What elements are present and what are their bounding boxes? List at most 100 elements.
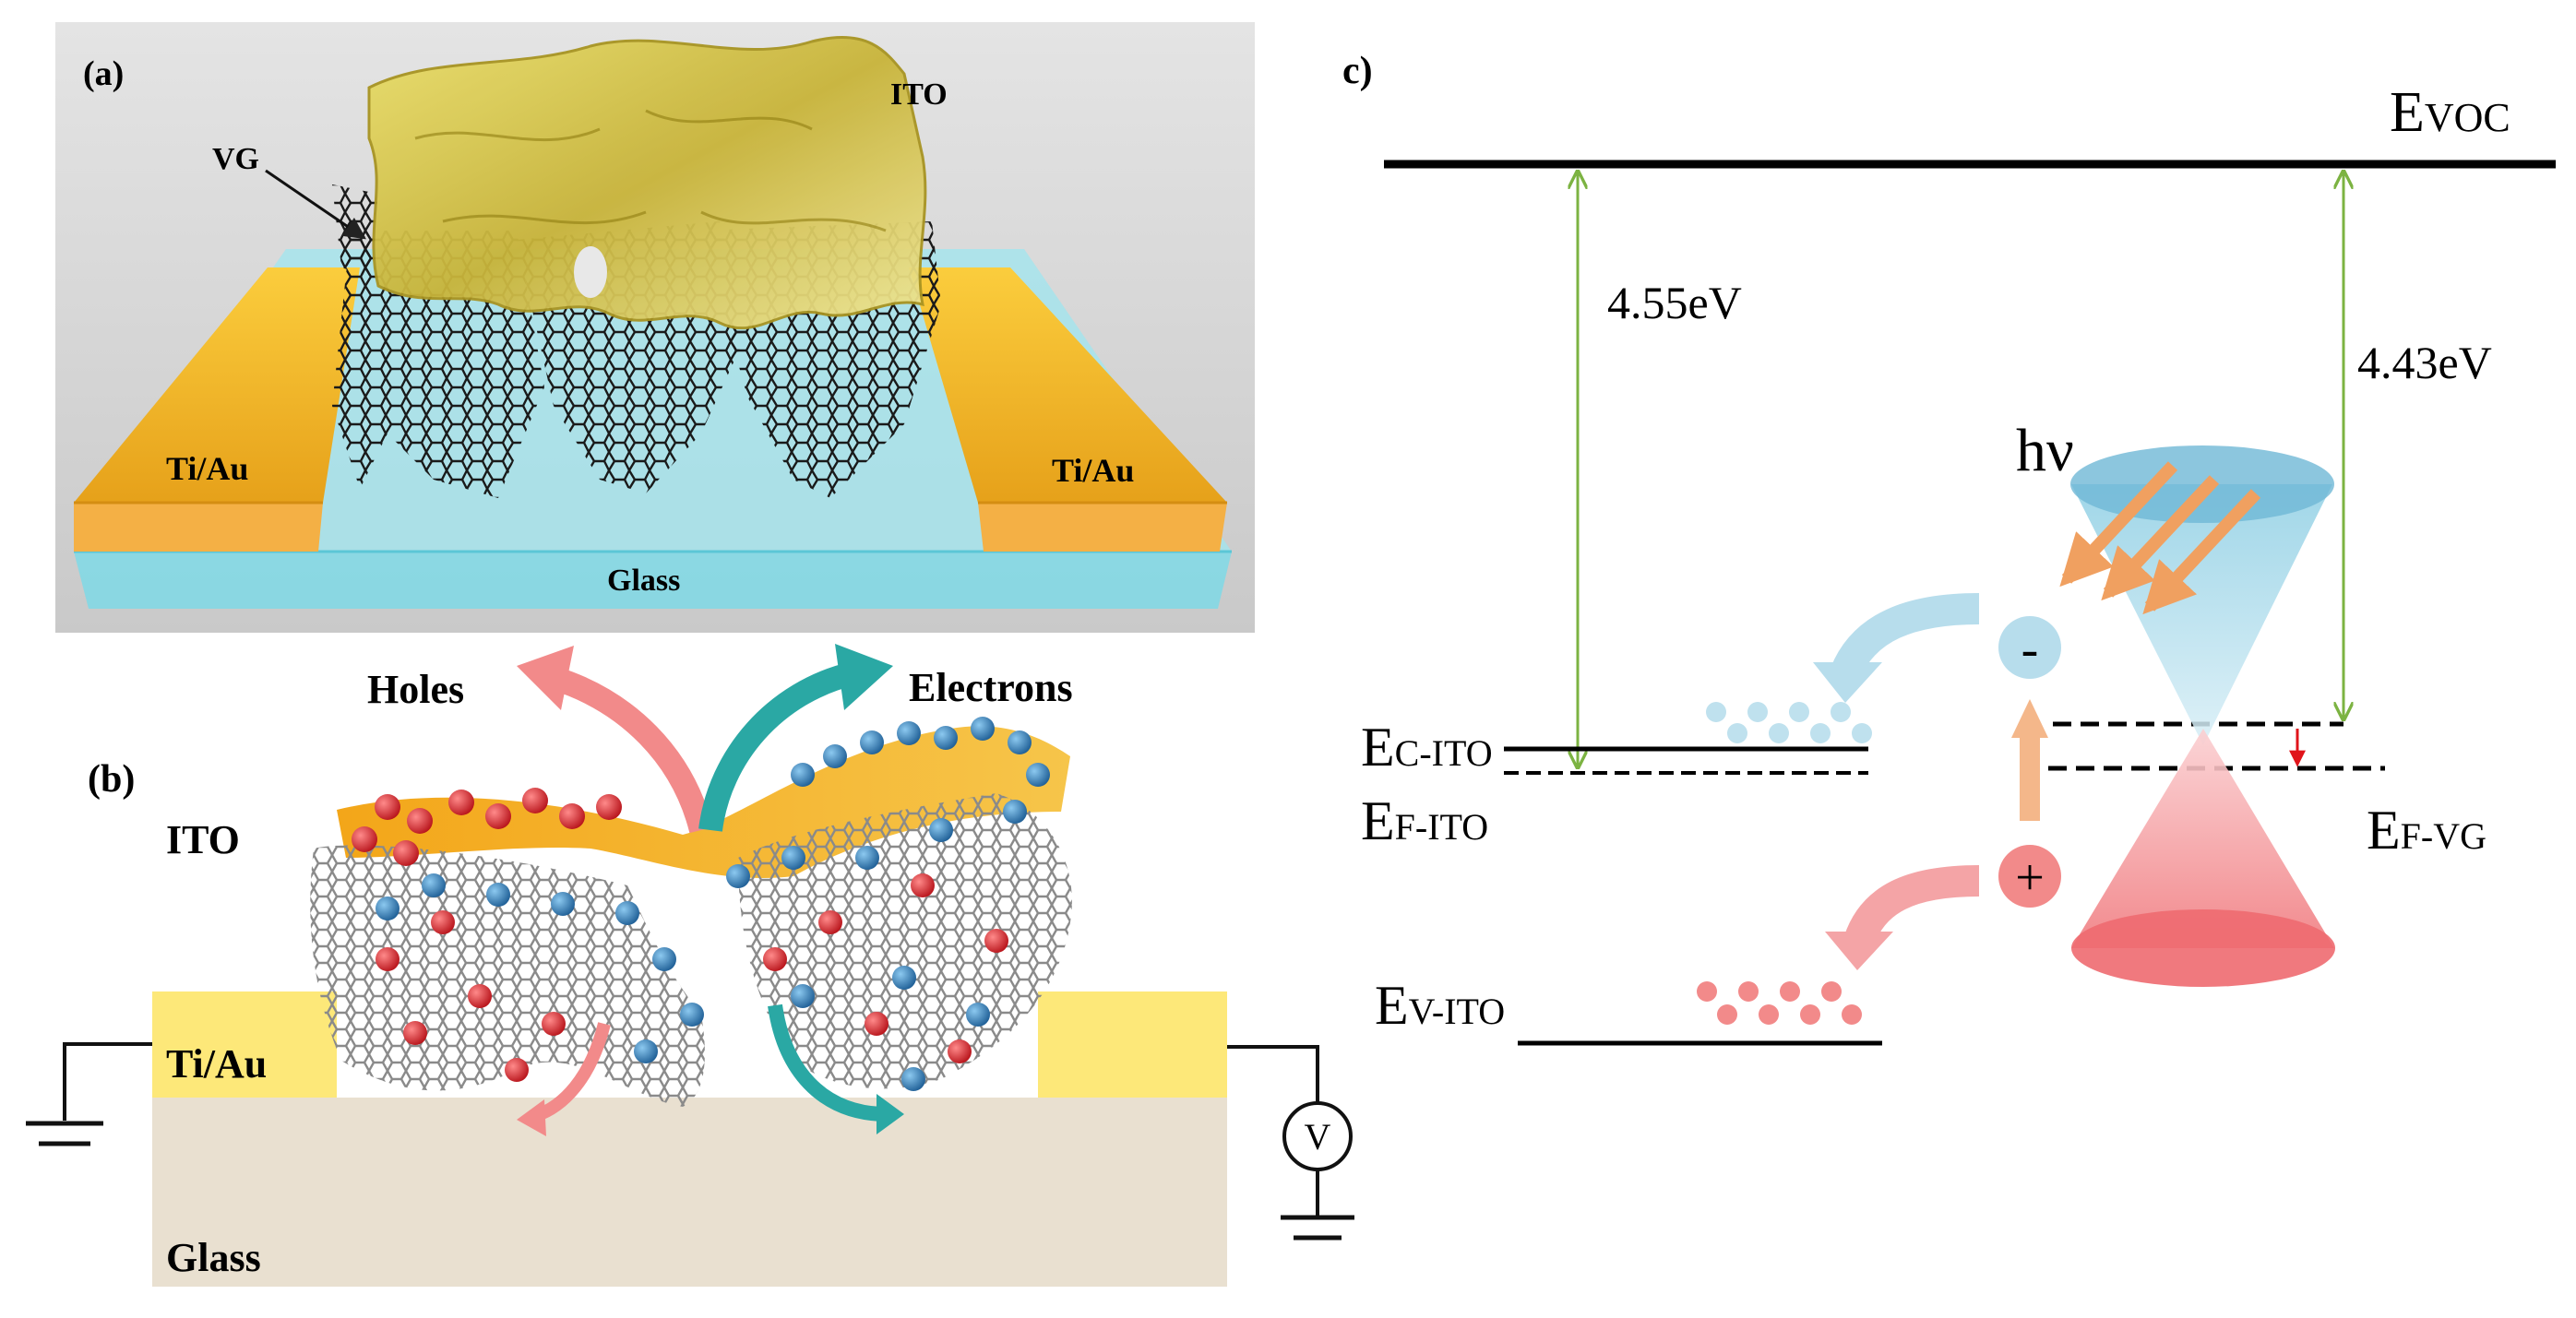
electron <box>791 984 815 1008</box>
vg-label: VG <box>212 142 259 176</box>
electron-dot <box>1706 702 1726 722</box>
electron <box>376 896 400 920</box>
hole-dot <box>1759 1004 1779 1025</box>
electron <box>1008 730 1032 754</box>
ground-left <box>26 1042 152 1146</box>
electron <box>422 873 446 897</box>
hole <box>431 910 455 934</box>
hole <box>984 929 1008 953</box>
ef-ito-label: EF-ITO <box>1361 790 1488 851</box>
electron <box>897 721 921 745</box>
vg-pointer-arrow <box>265 169 366 240</box>
hole <box>522 788 548 813</box>
panel-c-label: c) <box>1342 50 1373 92</box>
hole <box>393 840 419 866</box>
electron <box>634 1039 658 1063</box>
hole <box>376 947 400 971</box>
hole <box>407 808 433 834</box>
hole <box>559 803 585 829</box>
holes-arrow <box>517 646 713 834</box>
electron <box>726 864 750 888</box>
ito-label-a: ITO <box>890 77 948 112</box>
hole <box>468 984 492 1008</box>
photon-arrow <box>2142 489 2261 615</box>
hole <box>448 790 474 815</box>
electron <box>652 947 676 971</box>
evoc-label: EVOC <box>2390 81 2510 144</box>
ec-ito-label: EC-ITO <box>1361 717 1493 778</box>
electron-circle <box>1998 616 2061 679</box>
electrons-label: Electrons <box>909 665 1073 710</box>
electron <box>966 1003 990 1027</box>
electrons-group <box>376 717 1050 1091</box>
electron <box>971 717 995 741</box>
tiau-label-a-left: Ti/Au <box>166 450 248 487</box>
electron <box>791 763 815 787</box>
tiau-pad-left <box>74 267 360 552</box>
electron <box>892 966 916 990</box>
hole <box>542 1012 566 1036</box>
panel-a-label: (a) <box>83 54 124 93</box>
hole <box>911 873 935 897</box>
hole <box>352 826 377 852</box>
panel-a: (a) ITO VG Ti/Au Ti/Au Glass <box>55 22 1255 633</box>
hole <box>485 803 511 829</box>
hole <box>948 1039 972 1063</box>
hole <box>375 794 400 820</box>
ito-sheet-b <box>337 726 1070 879</box>
lower-electron-arrow <box>768 1003 904 1134</box>
hole-circle <box>1998 845 2061 908</box>
hole-dot <box>1800 1004 1820 1025</box>
electron <box>1026 763 1050 787</box>
hole-dot <box>1697 981 1717 1002</box>
ito-film-a <box>367 36 927 330</box>
electron <box>929 818 953 842</box>
gap-left-label: 4.55eV <box>1607 277 1742 328</box>
dirac-cone-lower <box>2071 729 2335 987</box>
plus-sign: + <box>2015 849 2045 907</box>
panel-b: V Holes Electrons (b) ITO Ti/Au Glass <box>26 644 1354 1287</box>
electron <box>551 892 575 916</box>
hole-transfer-arrow <box>1825 865 1980 970</box>
holes-group <box>352 788 1008 1082</box>
electrons-arrow <box>698 644 893 832</box>
holes-label: Holes <box>367 667 464 712</box>
glass-label-b: Glass <box>166 1235 261 1280</box>
tiau-pad-b-right <box>1038 991 1227 1098</box>
hole-dots <box>1697 981 1862 1025</box>
hv-label: hν <box>2016 417 2074 484</box>
glass-label-a: Glass <box>607 564 680 598</box>
hole <box>818 910 842 934</box>
electron-dot <box>1810 723 1831 743</box>
circuit-right: V <box>1227 1045 1354 1241</box>
ef-vg-label: EF-VG <box>2367 800 2487 861</box>
electron <box>860 730 884 754</box>
electron <box>901 1067 925 1091</box>
electron <box>823 744 847 768</box>
panel-c: c) EVOC 4.55eV 4.43eV EC-ITO EF-ITO EV-I… <box>1342 50 2556 1046</box>
electron-dot <box>1852 723 1872 743</box>
generation-arrow <box>2011 699 2048 821</box>
electron-dot <box>1769 723 1789 743</box>
hole <box>865 1012 888 1036</box>
electron-dots <box>1706 702 1872 743</box>
hole-dot <box>1738 981 1759 1002</box>
electron <box>1003 800 1027 824</box>
electron <box>855 846 879 870</box>
voltmeter-label: V <box>1305 1116 1331 1158</box>
electron <box>680 1003 704 1027</box>
photon-arrow <box>2059 461 2178 588</box>
hole-dot <box>1821 981 1842 1002</box>
hole-dot <box>1842 1004 1862 1025</box>
tiau-pad-right <box>909 267 1227 552</box>
ito-label-b: ITO <box>166 817 240 862</box>
hole-dot <box>1780 981 1800 1002</box>
electron-dot <box>1727 723 1747 743</box>
electron-dot <box>1789 702 1809 722</box>
electron <box>781 846 805 870</box>
ev-ito-label: EV-ITO <box>1375 975 1505 1036</box>
minus-sign: - <box>2021 621 2039 678</box>
electron-transfer-arrow <box>1813 593 1980 703</box>
hole <box>596 794 622 820</box>
